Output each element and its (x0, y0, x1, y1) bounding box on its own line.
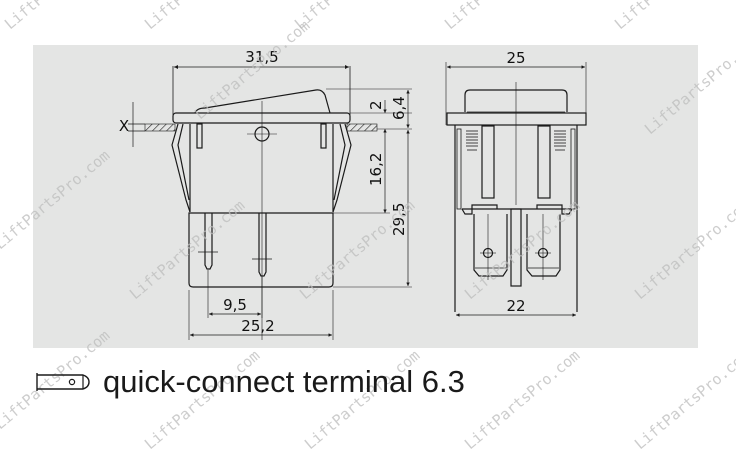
quick-connect-terminal-icon (36, 373, 90, 391)
front-view-labels: 25 22 (506, 49, 525, 315)
dim-top-height: 6,4 (390, 96, 408, 120)
dim-overall-width-front: 25 (506, 49, 525, 67)
dim-body-width-front: 22 (506, 297, 525, 315)
svg-text:LiftPartsPro.com: LiftPartsPro.com (1, 0, 123, 33)
dim-x-label: X (119, 117, 129, 135)
svg-text:LiftPartsPro.com: LiftPartsPro.com (631, 196, 736, 303)
side-view-labels: 31,5 X 2 6,4 16,2 29,5 9,5 25,2 (119, 48, 408, 335)
dim-body-total: 29,5 (390, 203, 408, 236)
dim-rocker-height: 2 (367, 100, 385, 110)
drawing-panel (33, 45, 698, 348)
svg-text:LiftPartsPro.com: LiftPartsPro.com (461, 196, 583, 303)
dim-overall-width-side: 31,5 (245, 48, 278, 66)
dim-body-width-side: 25,2 (241, 317, 274, 335)
caption: quick-connect terminal 6.3 (33, 362, 465, 402)
svg-text:LiftPartsPro.com: LiftPartsPro.com (461, 346, 583, 453)
dim-terminal-pitch: 9,5 (223, 296, 247, 314)
svg-text:LiftPartsPro.com: LiftPartsPro.com (611, 0, 733, 33)
caption-text: quick-connect terminal 6.3 (103, 364, 465, 399)
svg-text:LiftPartsPro.com: LiftPartsPro.com (641, 31, 736, 138)
svg-text:LiftPartsPro.com: LiftPartsPro.com (0, 146, 113, 253)
svg-text:LiftPartsPro.com: LiftPartsPro.com (441, 0, 563, 33)
dim-body-upper: 16,2 (367, 153, 385, 186)
svg-text:LiftPartsPro.com: LiftPartsPro.com (141, 0, 263, 33)
front-view (445, 62, 587, 317)
svg-text:LiftPartsPro.com: LiftPartsPro.com (631, 346, 736, 453)
side-view (128, 65, 412, 340)
